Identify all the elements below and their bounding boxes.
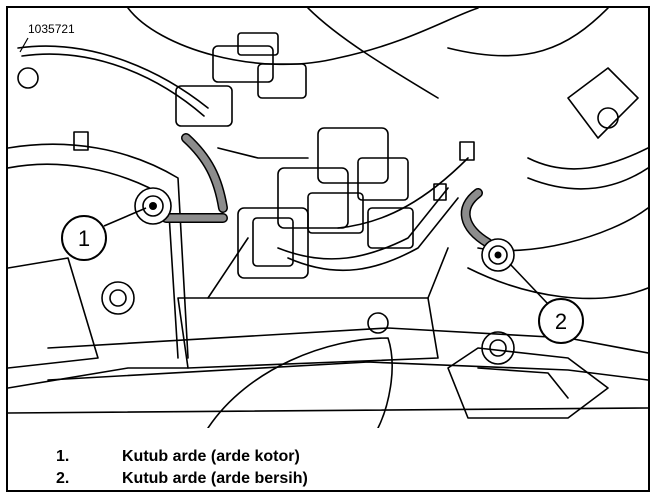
callout-2-leader <box>509 263 549 305</box>
legend-item-number: 1. <box>56 448 70 465</box>
callout-2: 2 <box>538 298 584 344</box>
engine-bay-drawing: 1 2 <box>8 8 648 428</box>
figure-frame: 1 2 1035721 1. Kutub arde (arde kotor) 2… <box>6 6 650 492</box>
ground-cable-1 <box>161 133 228 223</box>
callout-1: 1 <box>61 215 107 261</box>
legend-item-text: Kutub arde (arde bersih) <box>122 470 308 487</box>
technical-illustration: 1 2 <box>8 8 648 428</box>
legend-item-number: 2. <box>56 470 70 487</box>
callout-1-number: 1 <box>78 226 90 251</box>
ground-stud-2 <box>481 238 515 272</box>
ground-stud-1 <box>134 187 172 225</box>
callout-1-leader <box>103 207 147 227</box>
ground-cable-2 <box>460 188 493 248</box>
legend-item-text: Kutub arde (arde kotor) <box>122 448 300 465</box>
figure-id-leader <box>19 37 29 53</box>
callout-2-number: 2 <box>555 309 567 334</box>
figure-id: 1035721 <box>28 22 75 36</box>
